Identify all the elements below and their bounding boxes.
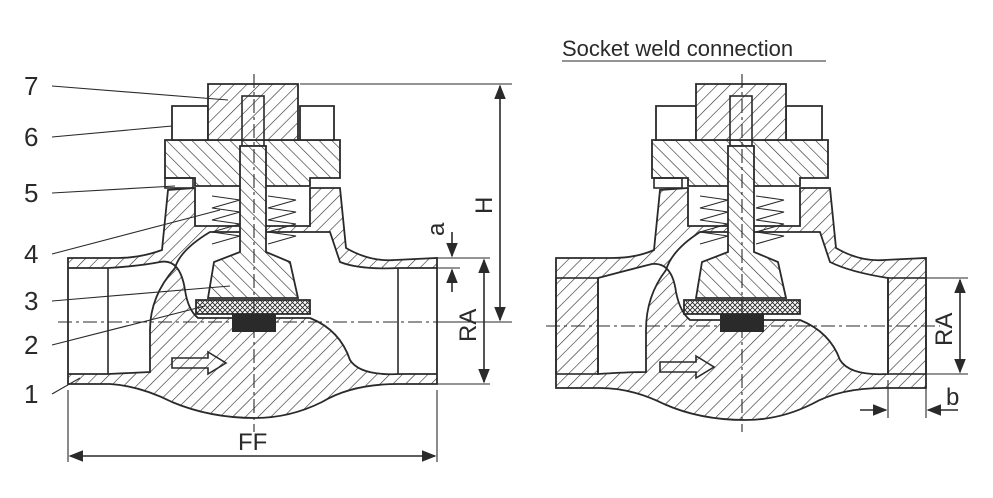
left-leader-lines	[51, 85, 231, 395]
socket-weld-caption: Socket weld connection	[562, 36, 793, 61]
ff-dimension: FF	[67, 390, 438, 462]
part-number-list: 7 6 5 4 3 2 1	[24, 71, 38, 409]
part-number-7: 7	[24, 71, 38, 101]
part-number-1: 1	[24, 379, 38, 409]
left-spring	[211, 195, 297, 245]
part-number-6: 6	[24, 122, 38, 152]
left-seat-ring	[195, 299, 311, 315]
h-dimension: H	[300, 83, 512, 323]
part-number-2: 2	[24, 330, 38, 360]
ra-dimension-right: RA	[926, 277, 968, 375]
right-top-plug	[695, 83, 787, 141]
left-gland	[164, 177, 194, 189]
a-dimension: a	[423, 222, 460, 292]
left-top-plug	[207, 83, 299, 141]
ra-label-left: RA	[455, 309, 482, 342]
right-disc	[694, 145, 788, 299]
left-valve-body	[67, 187, 438, 419]
right-flow-arrow	[659, 354, 716, 380]
part-number-5: 5	[24, 178, 38, 208]
right-spring	[699, 195, 785, 245]
right-valve-body	[555, 187, 927, 421]
ff-label: FF	[238, 429, 267, 456]
left-disc	[206, 145, 300, 299]
part-number-3: 3	[24, 286, 38, 316]
ra-label-right: RA	[931, 313, 958, 346]
left-seat-insert	[232, 314, 276, 332]
left-flow-arrow	[171, 350, 228, 376]
right-gland	[653, 177, 683, 189]
a-label: a	[423, 222, 450, 236]
right-seat-insert	[720, 314, 764, 332]
b-label: b	[946, 384, 959, 411]
b-dimension: b	[860, 380, 959, 418]
ra-dimension-left: RA	[437, 257, 490, 385]
left-valve	[58, 74, 452, 432]
h-label: H	[471, 197, 498, 214]
right-valve	[546, 74, 940, 432]
part-number-4: 4	[24, 239, 38, 269]
